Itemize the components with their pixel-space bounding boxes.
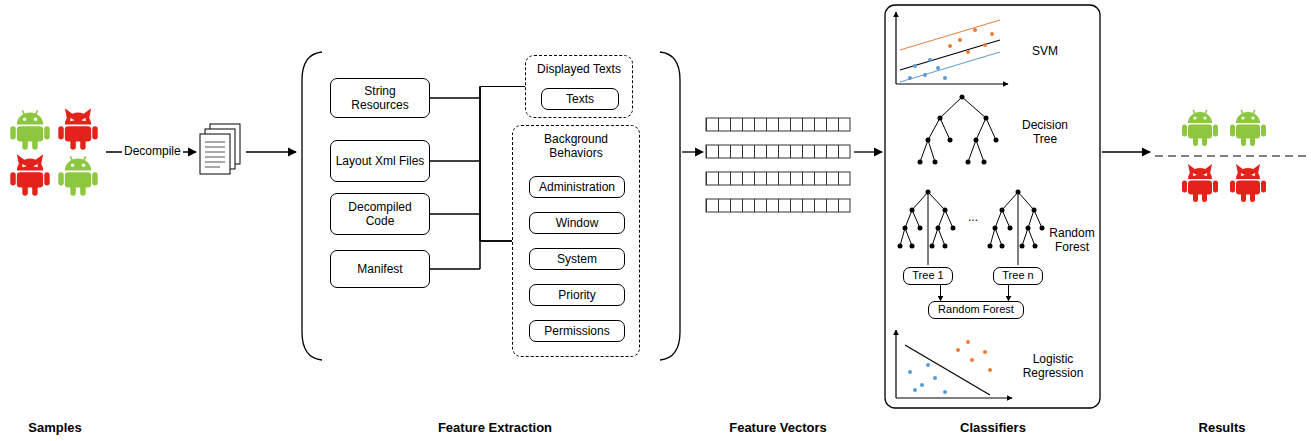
connector [430, 87, 525, 162]
box-text: Texts [566, 92, 594, 106]
box-text: String Resources [335, 84, 425, 113]
source-box: Decompiled Code [330, 193, 430, 235]
box-text: System [557, 252, 597, 266]
forest-box: Random Forest [928, 301, 1024, 319]
stage-title-holder: Feature Vectors [698, 420, 858, 436]
box-text: Tree 1 [912, 269, 943, 282]
connector [430, 214, 512, 241]
source-box: Manifest [330, 250, 430, 288]
connector [430, 87, 525, 99]
classifier-name-holder: Random Forest [1046, 226, 1098, 255]
stage-title: Classifiers [960, 420, 1026, 435]
connector [940, 285, 941, 301]
group-title: Displayed Texts [526, 62, 632, 76]
feature-box: System [529, 248, 625, 270]
box-text: Window [556, 216, 599, 230]
feature-box: Permissions [529, 320, 625, 342]
step-label-holder: Decompile [122, 144, 180, 158]
connector [430, 161, 512, 241]
box-text: Tree n [1002, 269, 1033, 282]
connector [430, 87, 525, 215]
tree-box: Tree n [993, 267, 1043, 285]
stage-title-holder: Samples [5, 420, 105, 436]
classifier-name: Logistic Regression [1023, 352, 1084, 380]
source-box: String Resources [330, 78, 430, 118]
classifier-name: SVM [1032, 44, 1058, 58]
classifier-name-holder: Decision Tree [1010, 118, 1080, 147]
box-text: Decompiled Code [335, 200, 425, 229]
tree-box: Tree 1 [903, 267, 953, 285]
box-text: Priority [558, 288, 595, 302]
stage-title-holder: Feature Extraction [415, 420, 575, 436]
feature-box: Window [529, 212, 625, 234]
box-text: Manifest [357, 262, 402, 276]
connector [430, 87, 525, 270]
stage-title: Feature Vectors [729, 420, 827, 435]
connector [1008, 285, 1009, 301]
feature-group: Displayed TextsTexts [525, 55, 633, 118]
stage-title: Feature Extraction [438, 420, 552, 435]
source-box: Layout Xml Files [330, 140, 430, 182]
stage-title-holder: Classifiers [923, 420, 1063, 436]
stage-title: Samples [28, 420, 81, 435]
ellipsis: ... [968, 210, 978, 224]
box-text: Administration [539, 180, 615, 194]
classifier-name-holder: SVM [1010, 44, 1080, 58]
ellipsis-holder: ... [958, 210, 988, 224]
box-text: Random Forest [938, 303, 1014, 316]
box-text: Permissions [544, 324, 609, 338]
classifier-name: Decision Tree [1022, 118, 1068, 146]
stage-title-holder: Results [1162, 420, 1282, 436]
stage-title: Results [1199, 420, 1246, 435]
feature-group: Background BehaviorsAdministrationWindow… [512, 125, 640, 357]
step-label: Decompile [122, 144, 183, 158]
connector [430, 98, 512, 241]
group-title: Background Behaviors [513, 132, 639, 161]
box-text: Layout Xml Files [336, 154, 425, 168]
connector [430, 241, 512, 269]
feature-box: Priority [529, 284, 625, 306]
feature-box: Texts [541, 88, 619, 110]
classifier-name-holder: Logistic Regression [1010, 352, 1096, 381]
feature-box: Administration [529, 176, 625, 198]
classifier-name: Random Forest [1049, 226, 1094, 254]
